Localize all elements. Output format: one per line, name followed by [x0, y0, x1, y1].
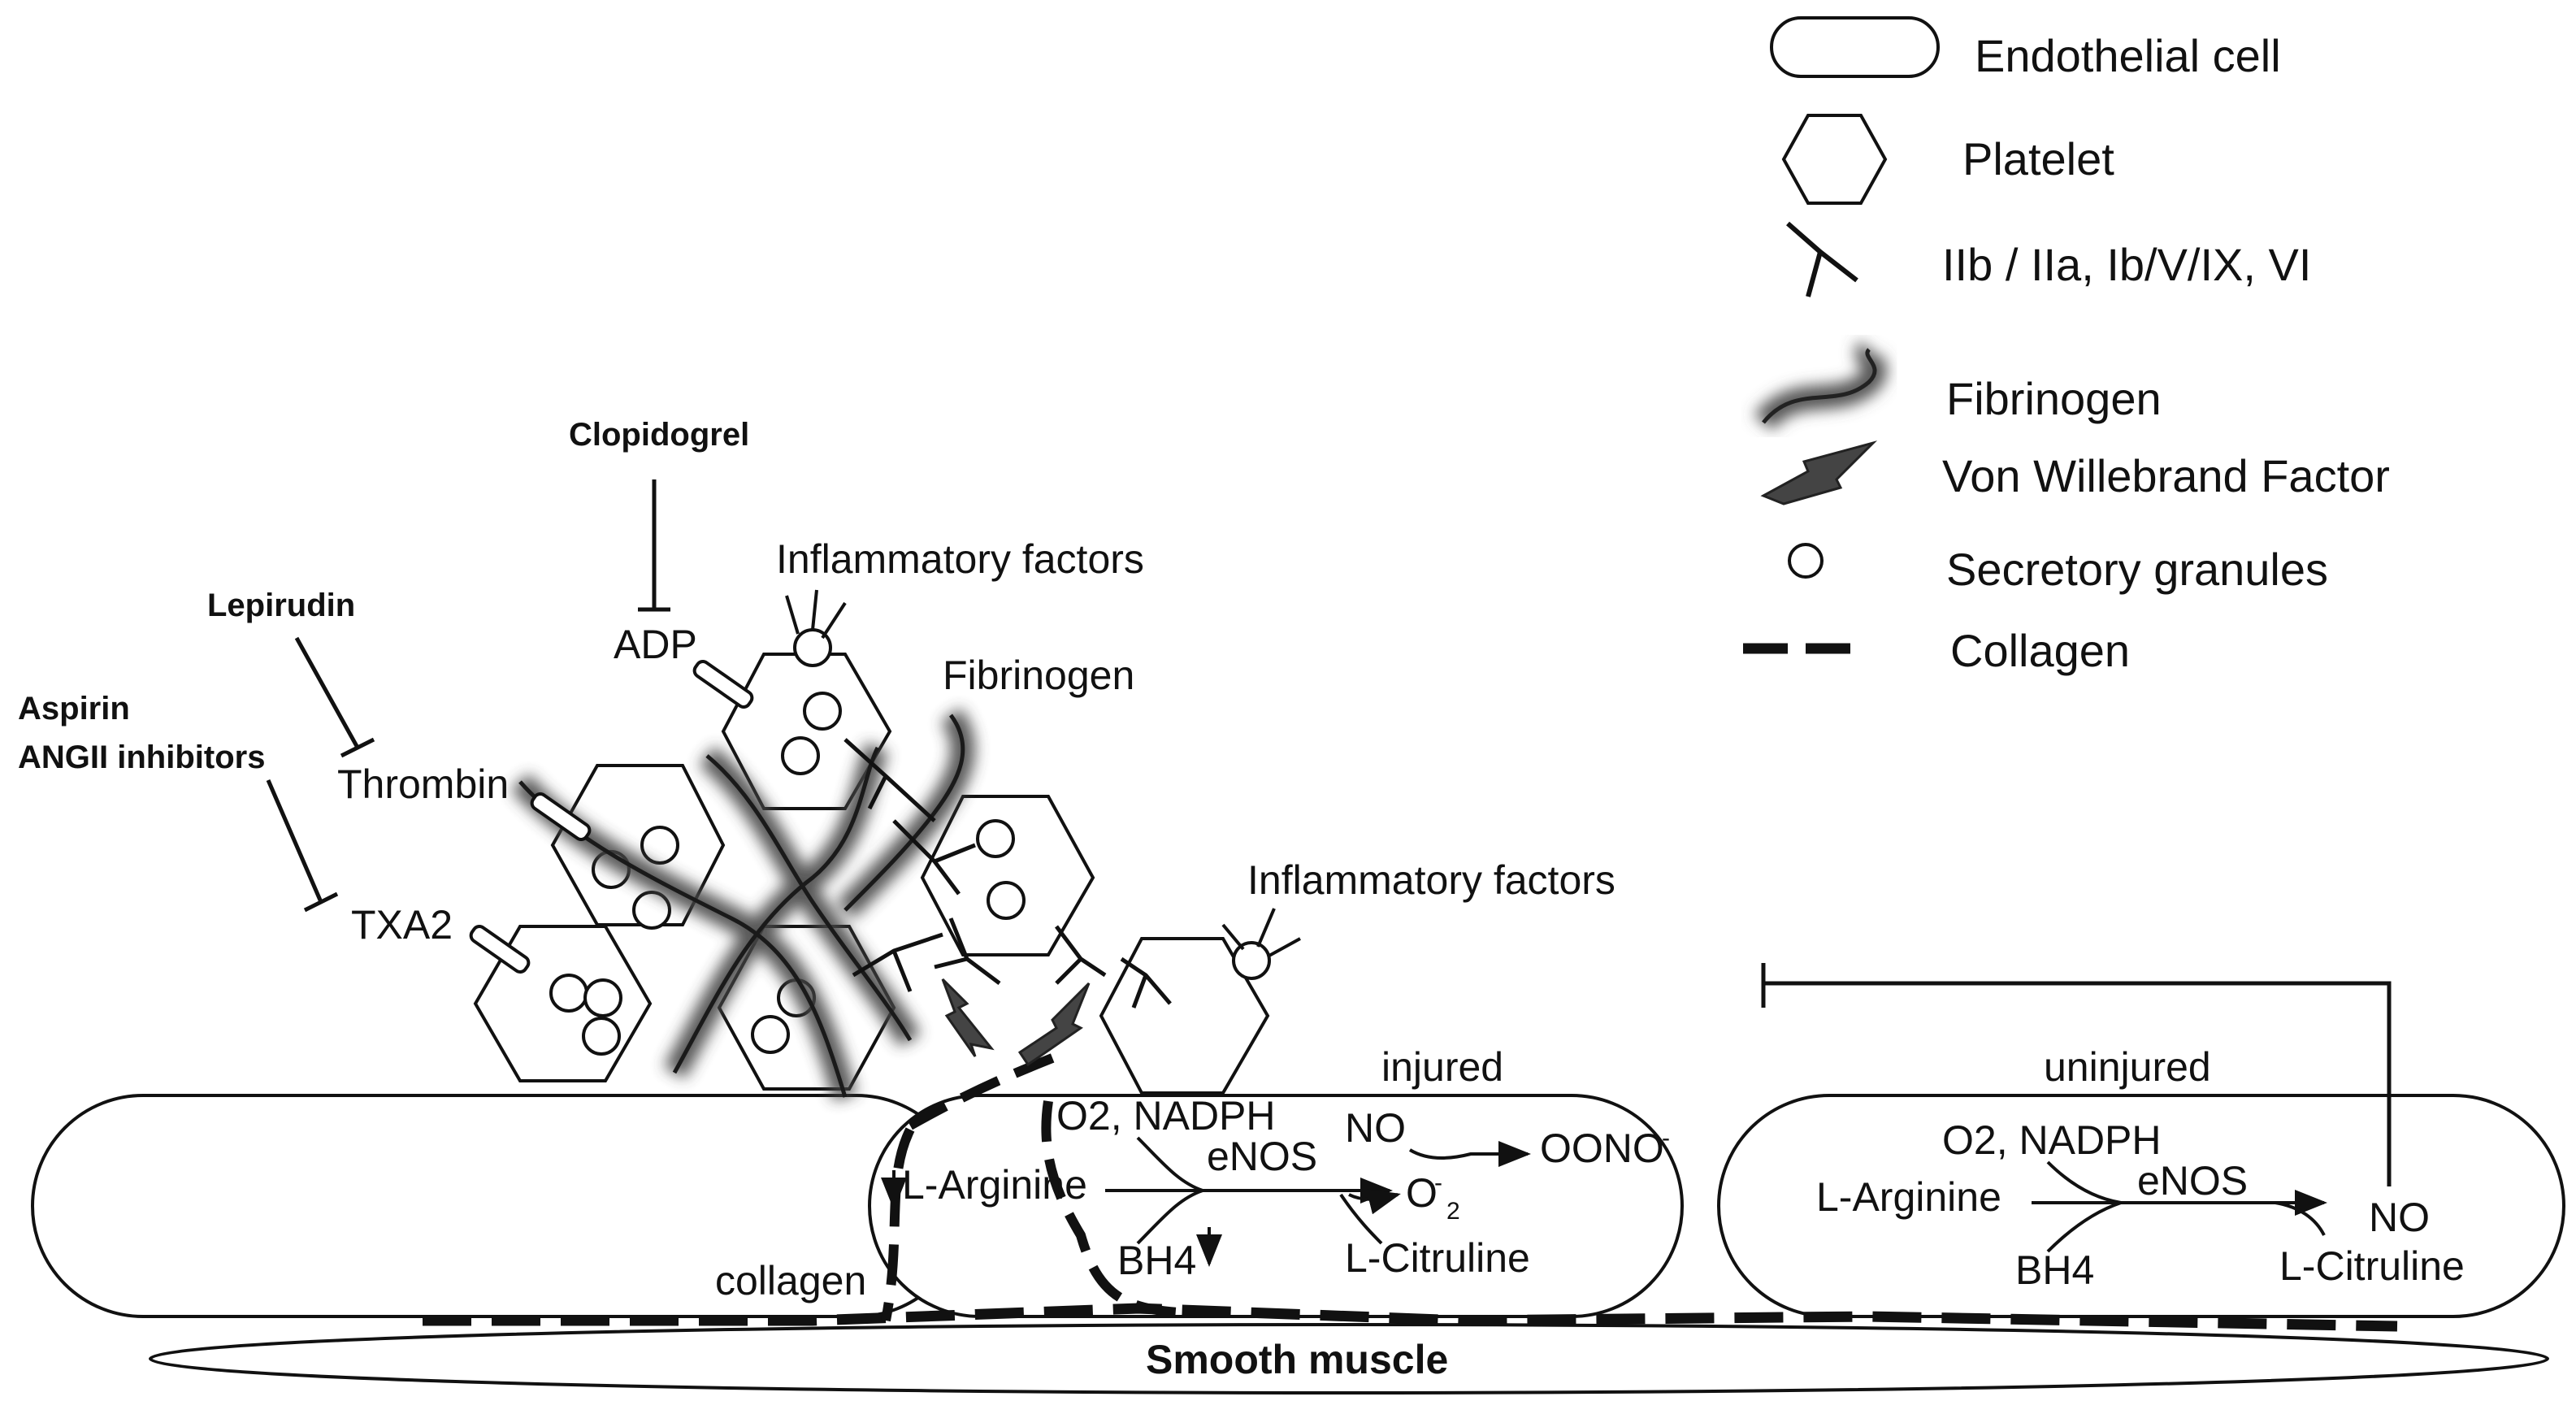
injured-cell-reactions: O2, NADPH eNOS L-Arginine BH4 NO OONO - … — [881, 1093, 1670, 1283]
vessel-wall: collagen Smooth muscle — [31, 1052, 2565, 1394]
legend-platelet-label: Platelet — [1962, 133, 2114, 184]
legend-platelet-icon — [1781, 114, 1888, 205]
granule — [976, 819, 1015, 858]
granule — [632, 891, 671, 930]
vwf — [1017, 982, 1091, 1067]
granule — [583, 978, 622, 1017]
legend-fibrinogen-icon — [1762, 348, 1877, 424]
injured-label: injured — [1381, 1044, 1503, 1090]
collagen-exposed — [881, 1052, 1179, 1322]
legend-vwf-label: Von Willebrand Factor — [1942, 450, 2390, 501]
legend-endothelial-icon — [1770, 16, 1940, 78]
txa2-label: TXA2 — [351, 902, 453, 948]
platelet-right — [1099, 937, 1270, 1095]
granule — [582, 1017, 621, 1056]
injured-oono-charge: - — [1662, 1125, 1670, 1152]
collagen-label: collagen — [715, 1258, 866, 1303]
aspirin-label: Aspirin — [18, 691, 130, 727]
legend-endothelial-label: Endothelial cell — [1975, 30, 2281, 81]
vwf-factors — [941, 978, 1091, 1067]
thrombin-label: Thrombin — [337, 761, 509, 807]
legend: Endothelial cell Platelet IIb / IIa, Ib/… — [1743, 16, 2390, 676]
injured-enos: eNOS — [1207, 1134, 1317, 1179]
injured-bh4: BH4 — [1117, 1238, 1196, 1283]
granule — [781, 736, 820, 775]
fibrinogen-strand — [843, 714, 965, 912]
legend-vwf-icon — [1760, 440, 1878, 505]
smooth-muscle-cell — [149, 1323, 2549, 1394]
uninjured-cell-reactions: O2, NADPH eNOS L-Arginine BH4 NO L-Citru… — [1816, 1117, 2465, 1293]
granule — [803, 692, 842, 731]
inflammatory-right-label: Inflammatory factors — [1247, 857, 1615, 903]
collagen-basement — [423, 1303, 2398, 1332]
uninjured-l-arginine: L-Arginine — [1816, 1174, 2001, 1220]
no-inhibition-feedback — [1761, 963, 2392, 1186]
granule — [549, 974, 588, 1013]
uninjured-label: uninjured — [2044, 1044, 2211, 1090]
fibrinogen-label: Fibrinogen — [943, 653, 1134, 698]
injured-no: NO — [1345, 1105, 1406, 1151]
uninjured-no: NO — [2369, 1195, 2430, 1240]
lepirudin-label: Lepirudin — [207, 588, 355, 623]
granule — [1232, 941, 1271, 980]
adp-label: ADP — [614, 622, 697, 667]
legend-granule-icon — [1788, 543, 1824, 579]
injured-l-citrulline: L-Citruline — [1345, 1235, 1530, 1281]
smooth-muscle-label: Smooth muscle — [1146, 1337, 1448, 1382]
uninjured-o2-nadph: O2, NADPH — [1942, 1117, 2162, 1163]
granule — [640, 826, 679, 865]
legend-receptors-label: IIb / IIa, Ib/V/IX, VI — [1942, 239, 2311, 290]
uninjured-l-citrulline: L-Citruline — [2279, 1243, 2465, 1289]
agonist-capsules — [469, 660, 754, 974]
legend-collagen-label: Collagen — [1950, 625, 2130, 676]
injured-superoxide: O — [1406, 1170, 1438, 1216]
platelet-center — [920, 795, 1095, 956]
endothelial-cell-uninjured — [1717, 1094, 2565, 1318]
vwf — [941, 978, 995, 1057]
injured-superoxide-charge: - — [1434, 1169, 1442, 1196]
granule — [751, 1015, 790, 1054]
injured-oono: OONO — [1540, 1126, 1664, 1171]
uninjured-enos: eNOS — [2137, 1158, 2248, 1204]
injured-superoxide-sub: 2 — [1446, 1198, 1460, 1225]
receptor-crosslinks — [843, 738, 1172, 1008]
injured-o2-nadph: O2, NADPH — [1056, 1093, 1276, 1139]
fibrinogen-strand — [705, 754, 913, 1042]
drug-inhibition — [266, 479, 670, 913]
inflammatory-top-label: Inflammatory factors — [776, 536, 1144, 582]
granule — [987, 881, 1026, 920]
injured-l-arginine: L-Arginine — [902, 1162, 1087, 1208]
legend-granules-label: Secretory granules — [1946, 544, 2328, 595]
clopidogrel-label: Clopidogrel — [569, 417, 749, 453]
inflammatory-sprouts — [785, 589, 1301, 958]
angii-label: ANGII inhibitors — [18, 740, 265, 775]
legend-fibrinogen-glow — [1754, 340, 1887, 432]
uninjured-bh4: BH4 — [2015, 1247, 2094, 1293]
legend-receptor-icon — [1786, 221, 1858, 297]
legend-fibrinogen-label: Fibrinogen — [1946, 373, 2162, 424]
